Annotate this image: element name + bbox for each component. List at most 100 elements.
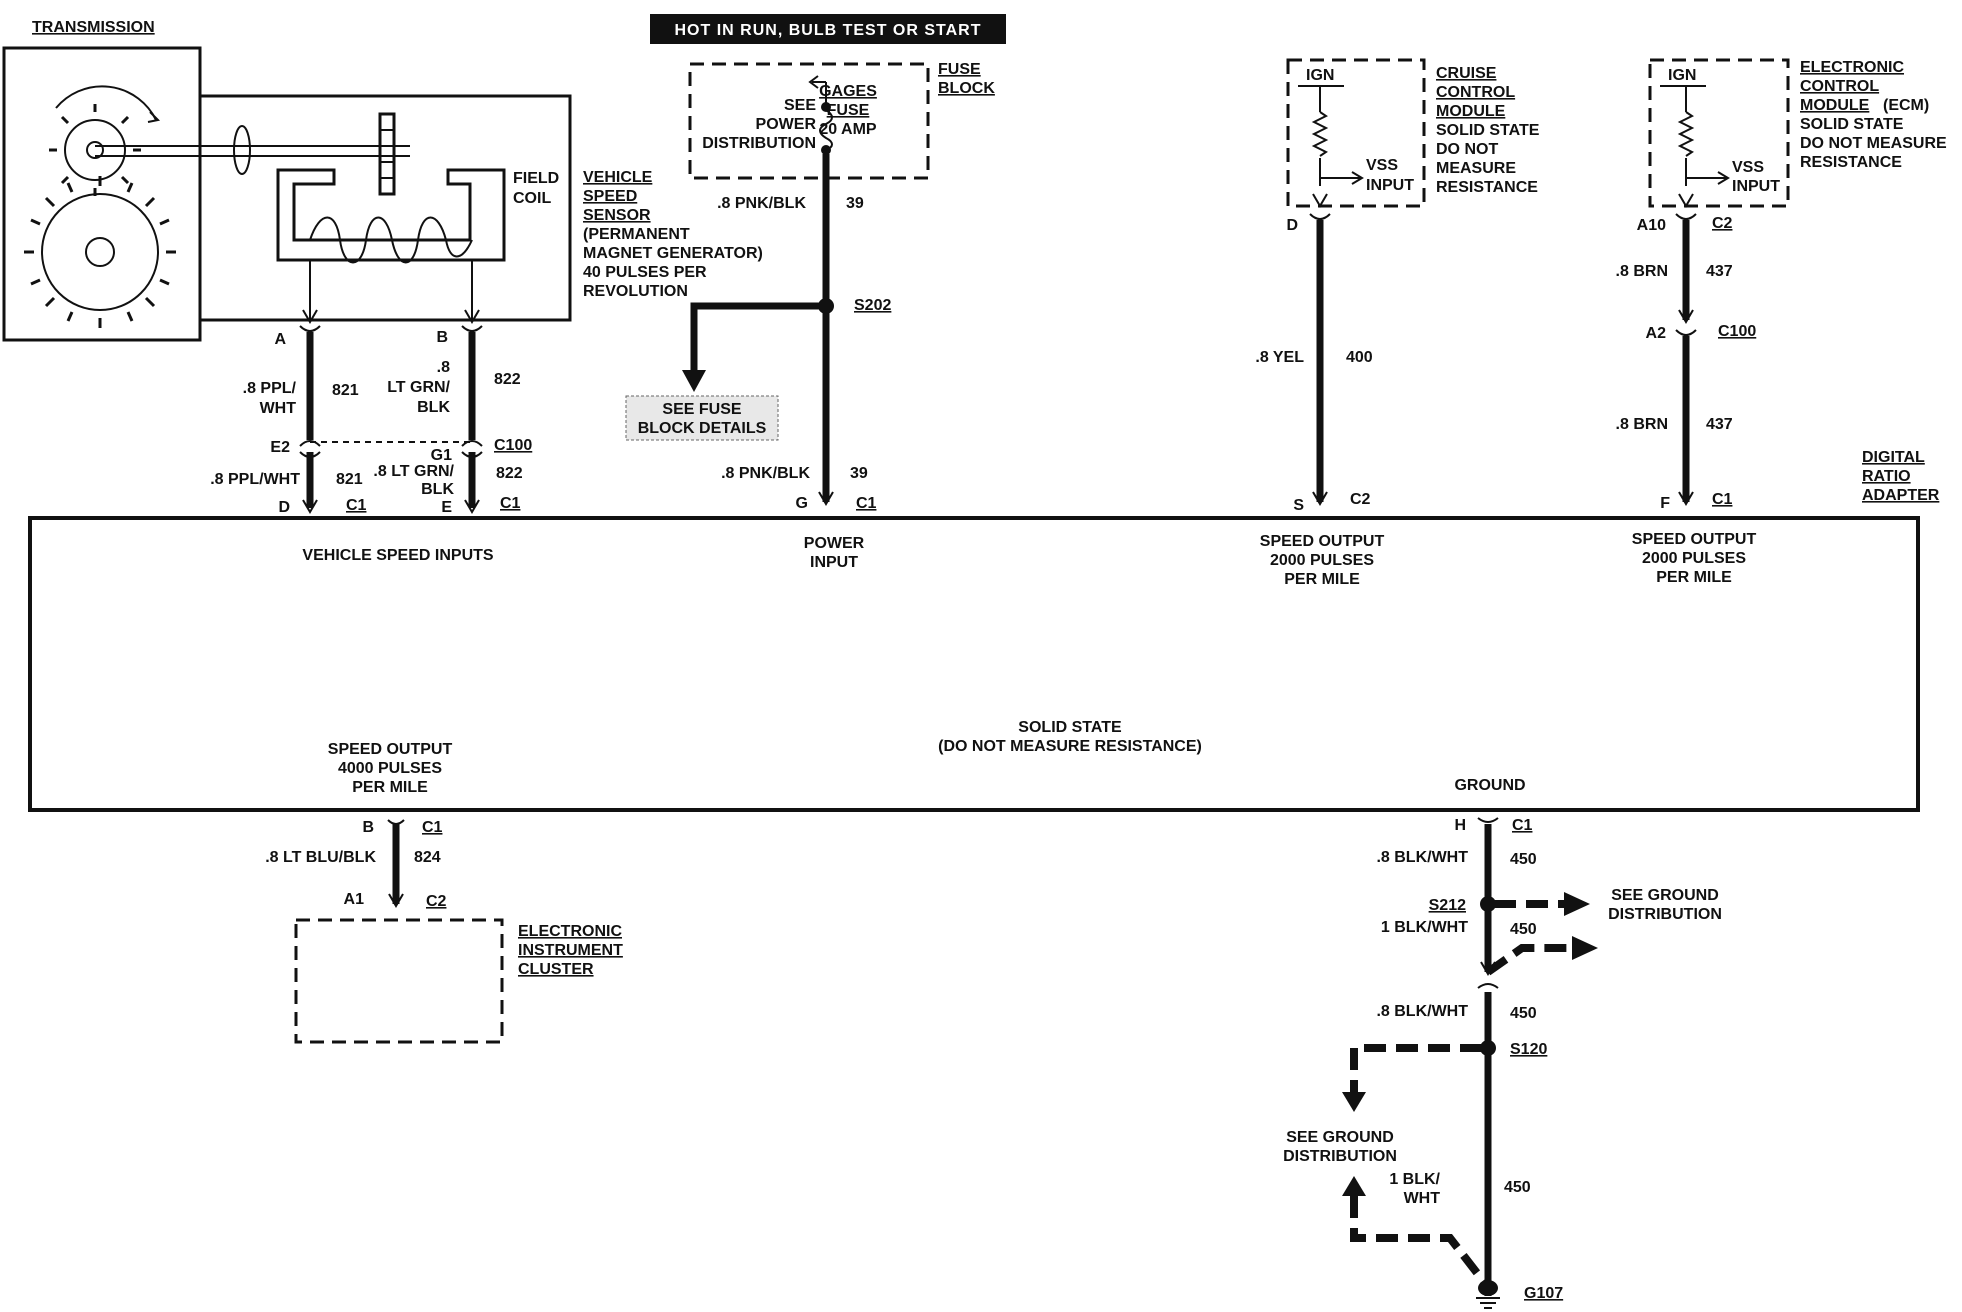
c1-h-label: C1 <box>1512 817 1533 834</box>
wire-437b-color: .8 BRN <box>1616 416 1668 433</box>
svg-text:VEHICLE: VEHICLE <box>583 169 653 186</box>
see-ground-label-b: SEE GROUND <box>1286 1129 1394 1146</box>
c1-g-label: C1 <box>856 495 877 512</box>
cruise-description: CRUISE CONTROL MODULE SOLID STATE DO NOT… <box>1436 65 1540 196</box>
small-gear-icon <box>49 85 161 196</box>
eic-label-3: CLUSTER <box>518 961 594 978</box>
fuse-block-box <box>688 62 930 180</box>
field-coil-label: FIELD <box>513 170 559 187</box>
reluctor-wheel-icon <box>378 112 396 196</box>
ecm-description: ELECTRONIC CONTROL MODULE (ECM) SOLID ST… <box>1800 59 1947 171</box>
svg-text:4000 PULSES: 4000 PULSES <box>338 760 442 777</box>
magnet-core <box>276 168 506 262</box>
speed-output-2000b-label: SPEED OUTPUT <box>1632 531 1757 548</box>
pin-d-label: D <box>278 499 290 516</box>
transmission-label: TRANSMISSION <box>32 19 155 36</box>
ground-section: H C1 .8 BLK/WHT 450 S212 1 BLK/WHT 450 S… <box>1283 817 1722 1309</box>
wire-450c-number: 450 <box>1510 1005 1537 1022</box>
vss-wires: A B .8 PPL/ WHT 821 .8 LT GRN/ BLK 822 E… <box>210 325 532 516</box>
see-power-label: SEE <box>784 97 816 114</box>
wire-400-color: .8 YEL <box>1255 349 1304 366</box>
wire-450a-color: .8 BLK/WHT <box>1376 849 1468 866</box>
vss-input-label-2b: INPUT <box>1732 178 1780 195</box>
svg-text:CONTROL: CONTROL <box>1436 84 1515 101</box>
cruise-section: IGN VSS INPUT CRUISE CONTROL MODULE SOLI… <box>1255 58 1540 514</box>
pin-a2-label: A2 <box>1646 325 1667 342</box>
instrument-cluster-section: B C1 .8 LT BLU/BLK 824 A1 C2 ELECTRONIC … <box>265 819 623 1044</box>
gages-fuse-label-3: 20 AMP <box>819 121 877 138</box>
field-coil-label-2: COIL <box>513 190 551 207</box>
wire-450c-color: .8 BLK/WHT <box>1376 1003 1468 1020</box>
c1-b-label: C1 <box>422 819 443 836</box>
dra-label-2: RATIO <box>1862 468 1911 485</box>
ecm-section: IGN VSS INPUT ELECTRONIC CONTROL MODULE … <box>1616 58 1947 512</box>
svg-text:(ECM): (ECM) <box>1883 97 1929 114</box>
svg-text:SPEED: SPEED <box>583 188 637 205</box>
wire-450b-number: 450 <box>1510 921 1537 938</box>
hot-in-run-label: HOT IN RUN, BULB TEST OR START <box>674 22 981 39</box>
wire-400-number: 400 <box>1346 349 1373 366</box>
pin-b-out-label: B <box>362 819 374 836</box>
svg-text:SENSOR: SENSOR <box>583 207 651 224</box>
speed-output-2000a-label: SPEED OUTPUT <box>1260 533 1385 550</box>
eic-label-2: INSTRUMENT <box>518 942 623 959</box>
c1-d-label: C1 <box>346 497 367 514</box>
svg-text:MAGNET GENERATOR): MAGNET GENERATOR) <box>583 245 763 262</box>
shaft-rotation-icon <box>233 125 251 175</box>
svg-text:2000 PULSES: 2000 PULSES <box>1642 550 1746 567</box>
ground-symbol-icon <box>1476 1280 1500 1309</box>
see-ground-label-a: SEE GROUND <box>1611 887 1719 904</box>
gages-fuse-label: GAGES <box>819 83 877 100</box>
c2-a1-label: C2 <box>426 893 447 910</box>
pin-e2-label: E2 <box>270 439 290 456</box>
see-fuse-label-2: BLOCK DETAILS <box>638 420 767 437</box>
wire-824-color: .8 LT BLU/BLK <box>265 849 376 866</box>
ign-label-1: IGN <box>1306 67 1334 84</box>
digital-ratio-adapter: DIGITAL RATIO ADAPTER VEHICLE SPEED INPU… <box>28 449 1940 812</box>
hot-in-run-banner <box>650 14 1006 44</box>
see-power-label-2: POWER <box>756 116 817 133</box>
ground-arrow-icon-2 <box>1572 936 1598 960</box>
svg-text:ELECTRONIC: ELECTRONIC <box>1800 59 1904 76</box>
wire-437b-number: 437 <box>1706 416 1733 433</box>
wire-822-number: 822 <box>494 371 521 388</box>
s120-label: S120 <box>1510 1041 1547 1058</box>
wire-39b-number: 39 <box>850 465 868 482</box>
wire-822b-color-2: BLK <box>421 481 454 498</box>
speed-output-4000-label: SPEED OUTPUT <box>328 741 453 758</box>
power-input-label: POWER <box>804 535 865 552</box>
svg-text:2000 PULSES: 2000 PULSES <box>1270 552 1374 569</box>
instrument-cluster-box <box>294 918 504 1044</box>
splice-s212-dot <box>1480 896 1496 912</box>
wire-821-color: .8 PPL/ <box>243 380 297 397</box>
power-input-label-2: INPUT <box>810 554 858 571</box>
vss-input-label-2: VSS <box>1732 159 1764 176</box>
gages-fuse-label-2: FUSE <box>827 102 870 119</box>
wire-822-color-2: LT GRN/ <box>387 379 450 396</box>
fuse-icon <box>819 109 833 151</box>
svg-text:(PERMANENT: (PERMANENT <box>583 226 690 243</box>
fuse-block-label-2: BLOCK <box>938 80 995 97</box>
transmission-assembly: TRANSMISSION FIELD COIL <box>2 19 763 342</box>
solid-state-label-2: (DO NOT MEASURE RESISTANCE) <box>938 738 1202 755</box>
ground-label: GROUND <box>1454 777 1525 794</box>
c100-label: C100 <box>494 437 532 454</box>
vss-description: VEHICLE SPEED SENSOR (PERMANENT MAGNET G… <box>583 169 763 300</box>
see-ground-label-b2: DISTRIBUTION <box>1283 1148 1397 1165</box>
c100-a2-label: C100 <box>1718 323 1756 340</box>
wire-450d-color: 1 BLK/ <box>1389 1171 1440 1188</box>
field-coil-icon <box>309 216 473 264</box>
wire-450d-number: 450 <box>1504 1179 1531 1196</box>
wire-822b-color: .8 LT GRN/ <box>373 463 454 480</box>
g107-label: G107 <box>1524 1285 1563 1302</box>
svg-text:40 PULSES PER: 40 PULSES PER <box>583 264 707 281</box>
svg-text:REVOLUTION: REVOLUTION <box>583 283 688 300</box>
wire-437a-number: 437 <box>1706 263 1733 280</box>
see-ground-label-a2: DISTRIBUTION <box>1608 906 1722 923</box>
wire-822b-number: 822 <box>496 465 523 482</box>
adapter-box <box>28 516 1920 812</box>
pin-h-label: H <box>1454 817 1466 834</box>
vss-input-label-1: VSS <box>1366 157 1398 174</box>
c1-f-label: C1 <box>1712 491 1733 508</box>
